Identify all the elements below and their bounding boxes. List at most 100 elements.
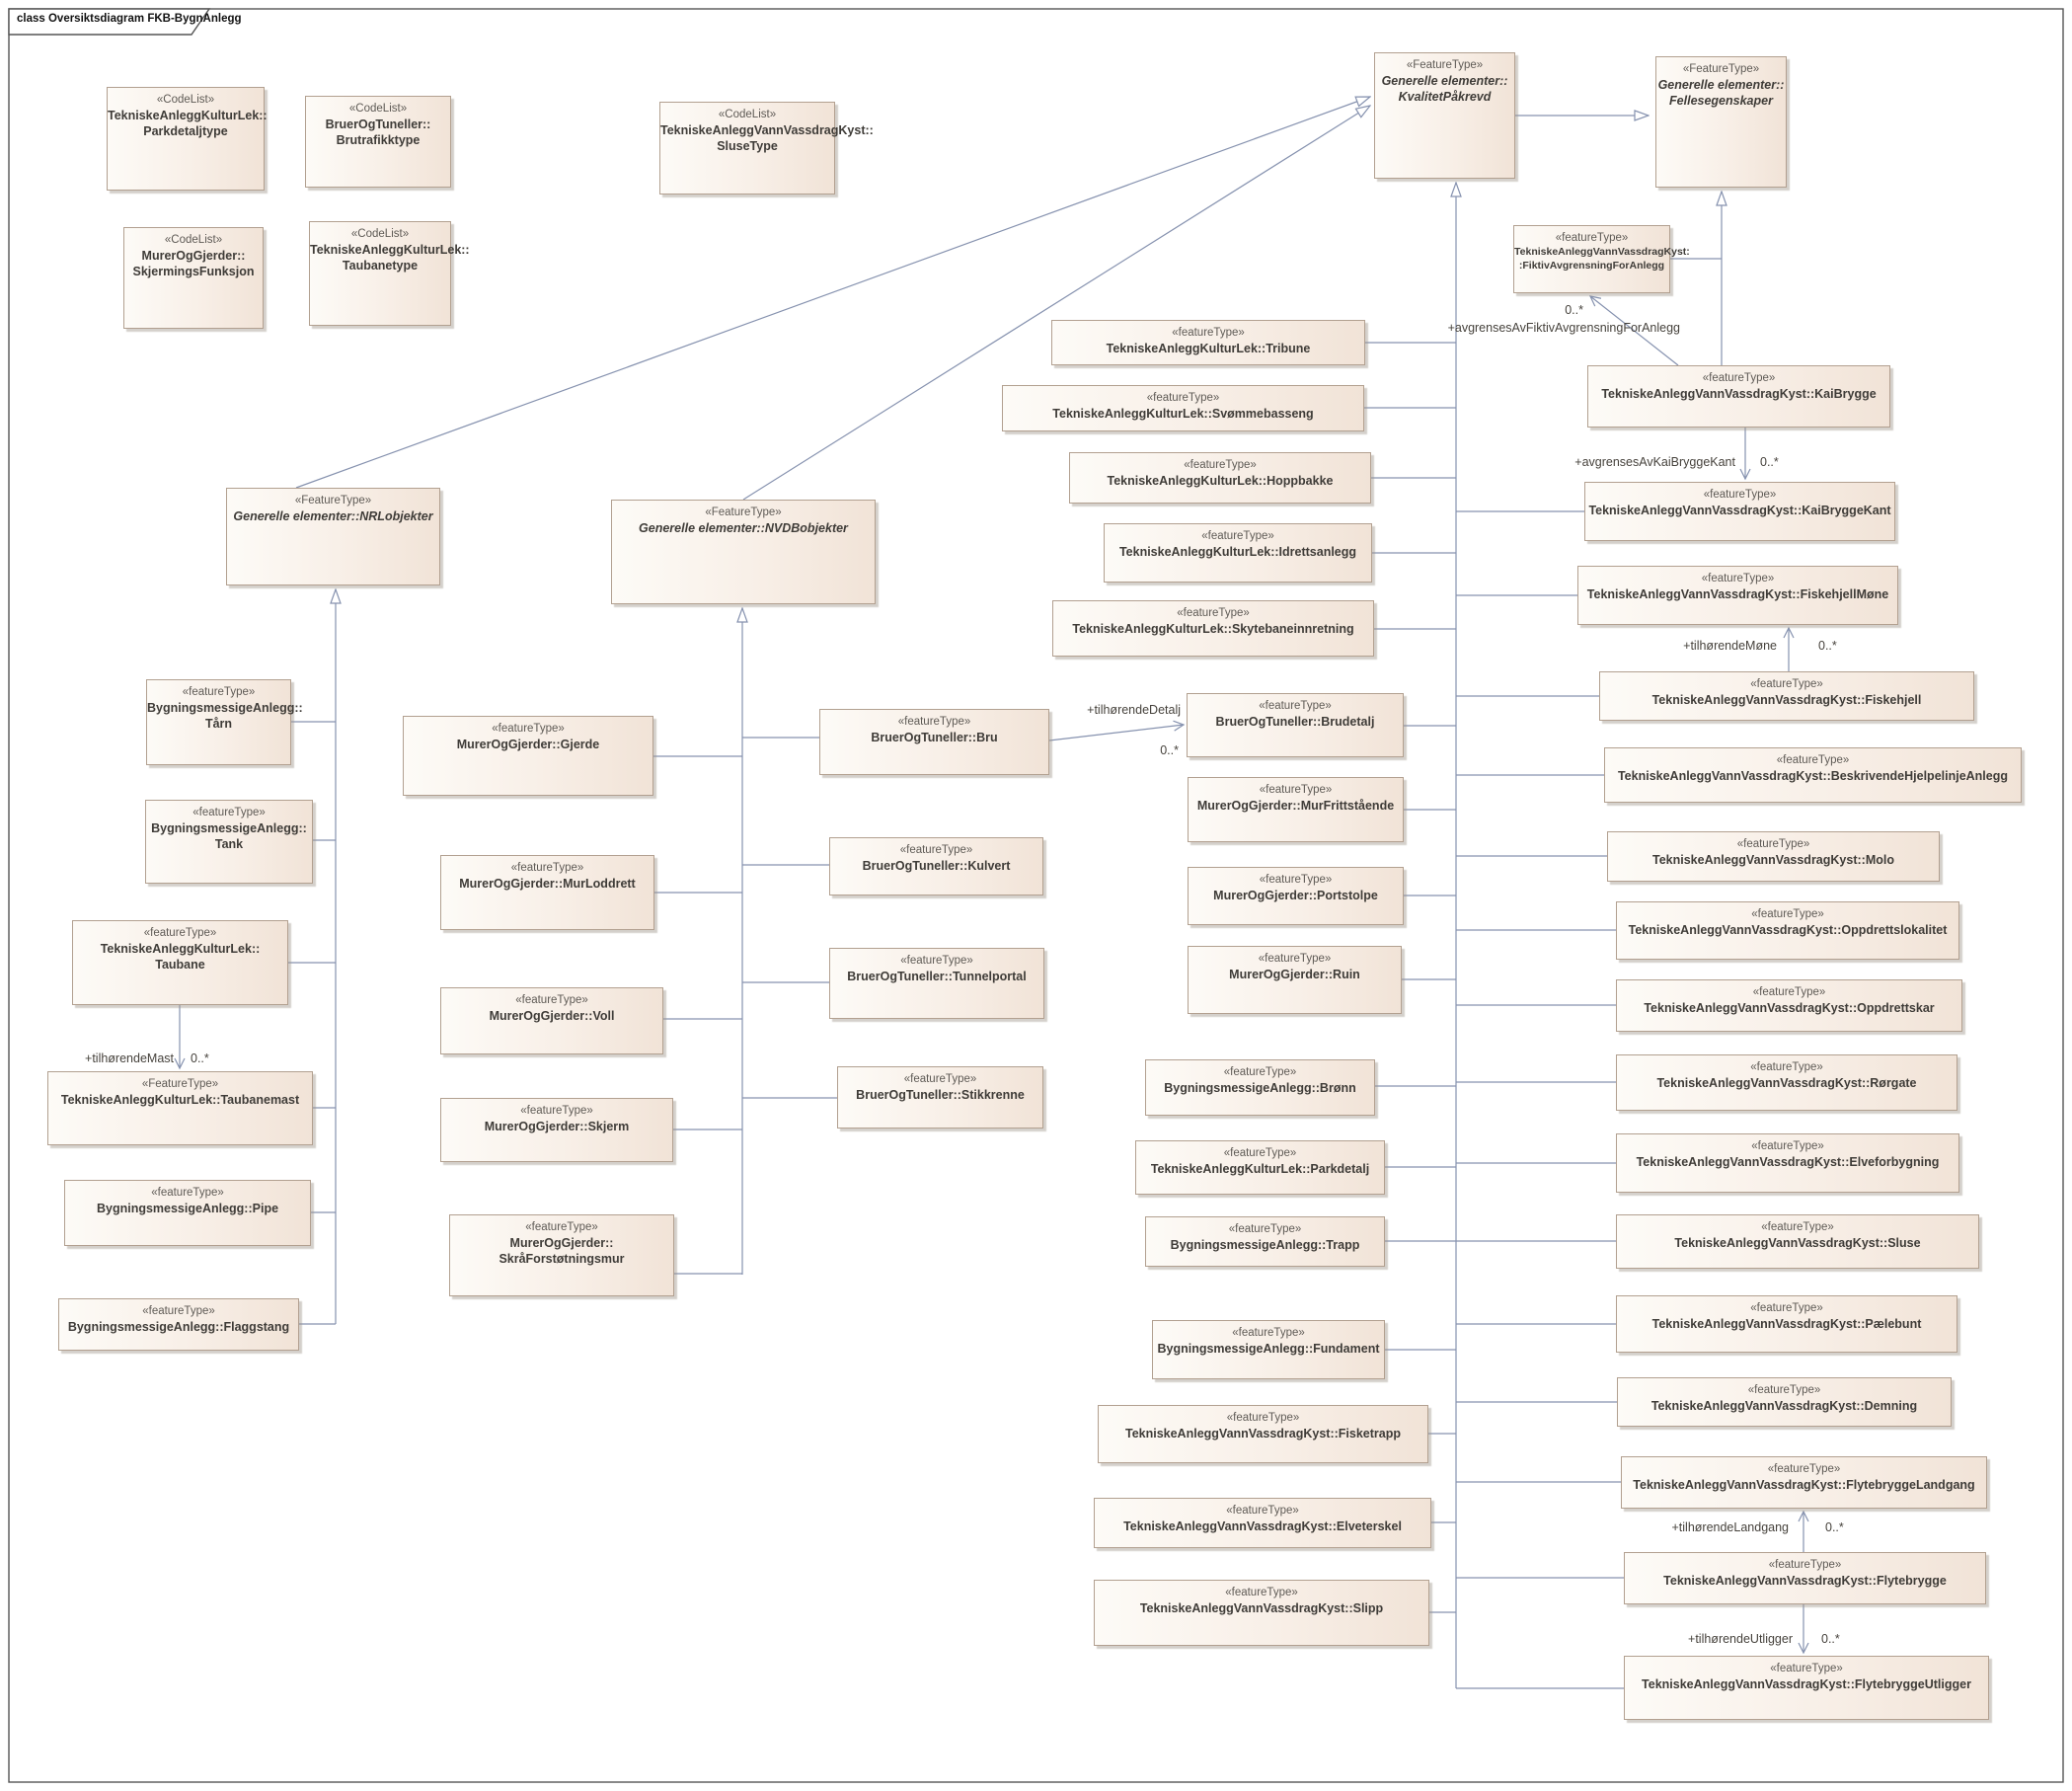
class-name: TekniskeAnleggVannVassdragKyst::Slipp	[1139, 1600, 1384, 1615]
class-fiskehjellmone[interactable]: «featureType» TekniskeAnleggVannVassdrag…	[1577, 566, 1898, 625]
stereotype-label: «featureType»	[900, 955, 973, 967]
class-gjerde[interactable]: «featureType» MurerOgGjerder::Gjerde	[403, 716, 653, 796]
edge-label: +avgrensesAvKaiBryggeKant	[1574, 455, 1735, 469]
class-name: BygningsmessigeAnlegg::Tank	[151, 820, 307, 852]
stereotype-label: «featureType»	[182, 686, 256, 698]
edge-label: +avgrensesAvFiktivAvgrensningForAnlegg	[1448, 321, 1680, 335]
class-name: TekniskeAnleggKulturLek::Hoppbakke	[1107, 473, 1334, 488]
class-murloddrett[interactable]: «featureType» MurerOgGjerder::MurLoddret…	[440, 855, 654, 930]
class-bronn[interactable]: «featureType» BygningsmessigeAnlegg::Brø…	[1145, 1059, 1375, 1116]
class-trapp[interactable]: «featureType» BygningsmessigeAnlegg::Tra…	[1145, 1216, 1385, 1267]
class-nvdbobjekter[interactable]: «FeatureType» Generelle elementer::NVDBo…	[611, 500, 876, 604]
class-fellesegenskaper[interactable]: «FeatureType» Generelle elementer::Felle…	[1655, 56, 1787, 188]
class-name: TekniskeAnleggVannVassdragKyst::Beskrive…	[1617, 768, 2009, 783]
edge-label: +tilhørendeMøne	[1683, 639, 1777, 653]
edge-label: 0..*	[1821, 1632, 1840, 1646]
class-name: TekniskeAnleggVannVassdragKyst::FiktivAv…	[1514, 245, 1690, 272]
edge-label: 0..*	[1818, 639, 1837, 653]
class-taubanemast[interactable]: «FeatureType» TekniskeAnleggKulturLek::T…	[47, 1071, 313, 1145]
stereotype-label: «featureType»	[142, 1305, 215, 1317]
class-hoppbakke[interactable]: «featureType» TekniskeAnleggKulturLek::H…	[1069, 452, 1371, 504]
class-kvalitetpakrevd[interactable]: «FeatureType» Generelle elementer::Kvali…	[1374, 52, 1515, 179]
stereotype-label: «featureType»	[1201, 530, 1274, 542]
class-voll[interactable]: «featureType» MurerOgGjerder::Voll	[440, 987, 663, 1054]
class-tarn[interactable]: «featureType» BygningsmessigeAnlegg::Tår…	[146, 679, 303, 765]
class-flaggstang[interactable]: «featureType» BygningsmessigeAnlegg::Fla…	[58, 1298, 299, 1351]
diagram-title: class Oversiktsdiagram FKB-BygnAnlegg	[17, 13, 242, 25]
class-oppdrettslokalitet[interactable]: «featureType» TekniskeAnleggVannVassdrag…	[1616, 901, 1959, 960]
class-name: BygningsmessigeAnlegg::Brønn	[1164, 1080, 1356, 1095]
class-brutrafikktype[interactable]: «CodeList» BruerOgTuneller::Brutrafikkty…	[305, 96, 451, 188]
class-name: Generelle elementer::Fellesegenskaper	[1657, 77, 1785, 109]
class-skytebaneinnretning[interactable]: «featureType» TekniskeAnleggKulturLek::S…	[1052, 600, 1374, 657]
class-murfrittstaende[interactable]: «featureType» MurerOgGjerder::MurFrittst…	[1188, 777, 1404, 842]
class-bru[interactable]: «featureType» BruerOgTuneller::Bru	[819, 709, 1049, 775]
class-tribune[interactable]: «featureType» TekniskeAnleggKulturLek::T…	[1051, 320, 1365, 365]
generalization-edge	[742, 106, 1370, 501]
stereotype-label: «featureType»	[1259, 784, 1333, 796]
stereotype-label: «featureType»	[899, 844, 973, 856]
class-portstolpe[interactable]: «featureType» MurerOgGjerder::Portstolpe	[1188, 867, 1404, 925]
class-slusetype[interactable]: «CodeList» TekniskeAnleggVannVassdragKys…	[659, 102, 874, 195]
class-pipe[interactable]: «featureType» BygningsmessigeAnlegg::Pip…	[64, 1180, 311, 1246]
stereotype-label: «featureType»	[1232, 1327, 1305, 1339]
class-name: BygningsmessigeAnlegg::Fundament	[1157, 1341, 1380, 1356]
class-fiskehjell[interactable]: «featureType» TekniskeAnleggVannVassdrag…	[1599, 671, 1974, 721]
class-name: BruerOgTuneller::Bru	[871, 730, 998, 744]
class-parkdetalj[interactable]: «featureType» TekniskeAnleggKulturLek::P…	[1135, 1140, 1385, 1195]
class-skjermingsfunksjon[interactable]: «CodeList» MurerOgGjerder::SkjermingsFun…	[123, 227, 264, 329]
class-name: TekniskeAnleggKulturLek::Svømmebasseng	[1052, 406, 1314, 421]
class-name: TekniskeAnleggVannVassdragKyst::Sluse	[1674, 1235, 1921, 1250]
edge-label: +tilhørendeLandgang	[1672, 1520, 1790, 1534]
class-flytebryggelandgang[interactable]: «featureType» TekniskeAnleggVannVassdrag…	[1621, 1456, 1987, 1509]
class-kaibrygge[interactable]: «featureType» TekniskeAnleggVannVassdrag…	[1587, 365, 1890, 428]
class-rorgate[interactable]: «featureType» TekniskeAnleggVannVassdrag…	[1616, 1054, 1957, 1111]
class-sluse[interactable]: «featureType» TekniskeAnleggVannVassdrag…	[1616, 1214, 1979, 1269]
class-name: BygningsmessigeAnlegg::Trapp	[1170, 1237, 1360, 1252]
class-flytebrygge[interactable]: «featureType» TekniskeAnleggVannVassdrag…	[1624, 1552, 1986, 1604]
class-slipp[interactable]: «featureType» TekniskeAnleggVannVassdrag…	[1094, 1580, 1429, 1646]
class-name: TekniskeAnleggVannVassdragKyst::Fisketra…	[1124, 1426, 1402, 1441]
class-oppdrettskar[interactable]: «featureType» TekniskeAnleggVannVassdrag…	[1616, 979, 1962, 1032]
class-name: MurerOgGjerder::Skjerm	[484, 1119, 630, 1133]
stereotype-label: «FeatureType»	[141, 1078, 219, 1090]
class-taubanetype[interactable]: «CodeList» TekniskeAnleggKulturLek::Taub…	[309, 221, 470, 326]
stereotype-label: «featureType»	[1555, 232, 1629, 244]
class-fundament[interactable]: «featureType» BygningsmessigeAnlegg::Fun…	[1152, 1320, 1385, 1379]
stereotype-label: «featureType»	[1751, 908, 1824, 920]
class-tunnelportal[interactable]: «featureType» BruerOgTuneller::Tunnelpor…	[829, 948, 1044, 1019]
class-brudetalj[interactable]: «featureType» BruerOgTuneller::Brudetalj	[1187, 693, 1404, 757]
class-nrlobjekter[interactable]: «FeatureType» Generelle elementer::NRLob…	[226, 488, 440, 585]
class-taubane[interactable]: «featureType» TekniskeAnleggKulturLek::T…	[72, 920, 288, 1005]
class-demning[interactable]: «featureType» TekniskeAnleggVannVassdrag…	[1617, 1377, 1952, 1427]
class-kaibryggekant[interactable]: «featureType» TekniskeAnleggVannVassdrag…	[1584, 482, 1895, 541]
stereotype-label: «featureType»	[192, 807, 266, 818]
class-tank[interactable]: «featureType» BygningsmessigeAnlegg::Tan…	[145, 800, 313, 884]
class-name: BruerOgTuneller::Kulvert	[862, 858, 1011, 873]
class-name: TekniskeAnleggVannVassdragKyst::Molo	[1652, 852, 1894, 867]
class-flytebryggeutligger[interactable]: «featureType» TekniskeAnleggVannVassdrag…	[1624, 1656, 1989, 1720]
class-fiktivavgrensningforanlegg[interactable]: «featureType» TekniskeAnleggVannVassdrag…	[1513, 225, 1690, 293]
stereotype-label: «featureType»	[1228, 1223, 1302, 1235]
class-kulvert[interactable]: «featureType» BruerOgTuneller::Kulvert	[829, 837, 1043, 896]
class-stikkrenne[interactable]: «featureType» BruerOgTuneller::Stikkrenn…	[837, 1066, 1043, 1129]
class-parkdetaljtype[interactable]: «CodeList» TekniskeAnleggKulturLek::Park…	[107, 87, 268, 191]
class-fisketrapp[interactable]: «featureType» TekniskeAnleggVannVassdrag…	[1098, 1405, 1428, 1463]
class-elveterskel[interactable]: «featureType» TekniskeAnleggVannVassdrag…	[1094, 1498, 1431, 1548]
class-molo[interactable]: «featureType» TekniskeAnleggVannVassdrag…	[1607, 831, 1940, 882]
edge-label: +tilhørendeMast	[85, 1051, 174, 1065]
stereotype-label: «featureType»	[897, 716, 971, 728]
class-ruin[interactable]: «featureType» MurerOgGjerder::Ruin	[1188, 946, 1402, 1014]
class-skraforstotningsmur[interactable]: «featureType» MurerOgGjerder::SkråForstø…	[449, 1214, 674, 1296]
class-beskrivendehjelpelinjeanlegg[interactable]: «featureType» TekniskeAnleggVannVassdrag…	[1604, 747, 2022, 803]
stereotype-label: «featureType»	[1259, 874, 1333, 886]
class-idrettsanlegg[interactable]: «featureType» TekniskeAnleggKulturLek::I…	[1104, 523, 1372, 583]
class-skjerm[interactable]: «featureType» MurerOgGjerder::Skjerm	[440, 1098, 673, 1162]
class-name: TekniskeAnleggKulturLek::Tribune	[1106, 341, 1311, 355]
class-svommebasseng[interactable]: «featureType» TekniskeAnleggKulturLek::S…	[1002, 385, 1364, 431]
stereotype-label: «featureType»	[1259, 700, 1332, 712]
class-elveforbygning[interactable]: «featureType» TekniskeAnleggVannVassdrag…	[1616, 1133, 1959, 1193]
class-palebunt[interactable]: «featureType» TekniskeAnleggVannVassdrag…	[1616, 1295, 1957, 1353]
stereotype-label: «featureType»	[143, 927, 217, 939]
class-name: Generelle elementer::KvalitetPåkrevd	[1381, 73, 1508, 105]
